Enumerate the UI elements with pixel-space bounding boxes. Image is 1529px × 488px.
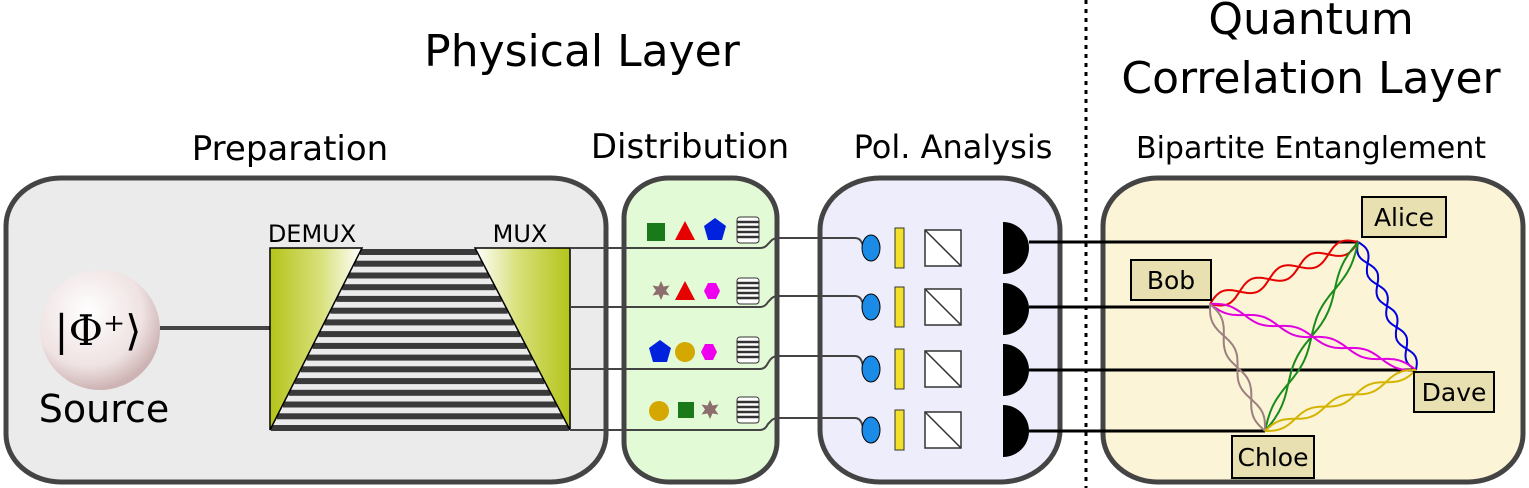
wdm-stripe bbox=[360, 249, 478, 255]
demux-block bbox=[269, 247, 364, 431]
wdm-stripe bbox=[342, 284, 496, 291]
symbol-magenta-hexagon bbox=[701, 344, 717, 360]
user-dave: Dave bbox=[1413, 371, 1495, 413]
link-chloe-dave bbox=[1264, 369, 1417, 432]
wdm-stripe bbox=[354, 260, 484, 267]
waveplate bbox=[894, 227, 905, 269]
symbol-brown-star bbox=[701, 400, 719, 419]
user-chloe-label: Chloe bbox=[1238, 443, 1309, 472]
detector-icon bbox=[1003, 405, 1029, 457]
waveplate bbox=[894, 286, 905, 328]
analyzer-row-4 bbox=[861, 405, 1265, 457]
wdm-stripe bbox=[271, 425, 569, 431]
link-bob-chloe bbox=[1209, 303, 1266, 432]
distribution-heading: Distribution bbox=[591, 127, 789, 167]
user-dave-label: Dave bbox=[1422, 378, 1487, 407]
user-alice: Alice bbox=[1361, 196, 1447, 238]
fiber-spool-icon bbox=[736, 277, 760, 305]
wdm-stripe bbox=[348, 272, 490, 279]
analysis-panel bbox=[817, 175, 1063, 485]
wdm-channel-stripes bbox=[271, 249, 569, 431]
lens-icon bbox=[861, 293, 881, 321]
wdm-stripe bbox=[294, 378, 545, 385]
wdm-stripe bbox=[318, 331, 520, 338]
link-bob-dave bbox=[1209, 302, 1417, 372]
source-sphere bbox=[40, 270, 160, 390]
symbol-gold-circle bbox=[649, 401, 669, 421]
fiber-4 bbox=[570, 417, 865, 431]
analyzer-row-3 bbox=[861, 344, 1416, 396]
wdm-stripe bbox=[300, 366, 539, 373]
source-label: Source bbox=[39, 387, 170, 431]
physical-layer-heading: Physical Layer bbox=[424, 26, 741, 77]
waveplate bbox=[894, 409, 905, 451]
fiber-1 bbox=[570, 237, 865, 249]
lens-icon bbox=[861, 355, 881, 383]
fiber-2 bbox=[570, 295, 865, 308]
symbol-red-triangle bbox=[675, 221, 695, 240]
wdm-stripe bbox=[336, 295, 502, 302]
detector-icon bbox=[1003, 344, 1029, 396]
symbol-blue-pentagon bbox=[704, 218, 726, 240]
fiber-3 bbox=[570, 355, 865, 370]
preparation-heading: Preparation bbox=[192, 129, 388, 169]
quantum-layer-heading-line1: Quantum bbox=[1208, 0, 1413, 45]
symbol-gold-circle bbox=[675, 342, 695, 362]
mux-label: MUX bbox=[493, 220, 548, 248]
lens-icon bbox=[861, 416, 881, 444]
detector-icon bbox=[1003, 283, 1029, 335]
wdm-stripe bbox=[330, 307, 508, 314]
symbol-magenta-hexagon bbox=[704, 283, 720, 299]
mux-block bbox=[473, 247, 571, 431]
wdm-stripe bbox=[288, 389, 551, 396]
wdm-stripe bbox=[282, 401, 557, 408]
analyzer-row-2 bbox=[861, 283, 1210, 335]
demux-label: DEMUX bbox=[268, 220, 356, 248]
bipartite-heading: Bipartite Entanglement bbox=[1136, 131, 1486, 166]
wdm-stripe bbox=[276, 413, 563, 420]
user-bob-label: Bob bbox=[1147, 266, 1195, 295]
detector-icon bbox=[1003, 222, 1029, 274]
link-alice-bob bbox=[1209, 239, 1359, 307]
analyzer-row-1 bbox=[861, 222, 1358, 274]
symbol-red-triangle bbox=[675, 281, 695, 300]
fiber-spool-icon bbox=[736, 396, 760, 424]
link-alice-dave bbox=[1356, 241, 1418, 371]
user-alice-label: Alice bbox=[1374, 203, 1434, 232]
wdm-stripe bbox=[324, 319, 514, 326]
fiber-spool-icon bbox=[736, 216, 760, 244]
waveplate bbox=[894, 348, 905, 390]
wdm-stripe bbox=[312, 342, 527, 349]
quantum-layer-heading-line2: Correlation Layer bbox=[1121, 53, 1501, 104]
pol-analysis-heading: Pol. Analysis bbox=[854, 128, 1053, 166]
user-chloe: Chloe bbox=[1231, 435, 1315, 479]
source-state-label: |Φ⁺⟩ bbox=[54, 306, 141, 355]
symbol-green-square bbox=[678, 402, 694, 418]
wdm-stripe bbox=[306, 354, 533, 361]
user-bob: Bob bbox=[1130, 259, 1212, 301]
lens-icon bbox=[861, 234, 881, 262]
symbol-green-square bbox=[647, 223, 665, 241]
entanglement-links bbox=[1209, 239, 1418, 432]
fiber-spool-icon bbox=[736, 336, 760, 364]
symbol-blue-pentagon bbox=[649, 340, 671, 362]
symbol-brown-star bbox=[652, 281, 670, 300]
